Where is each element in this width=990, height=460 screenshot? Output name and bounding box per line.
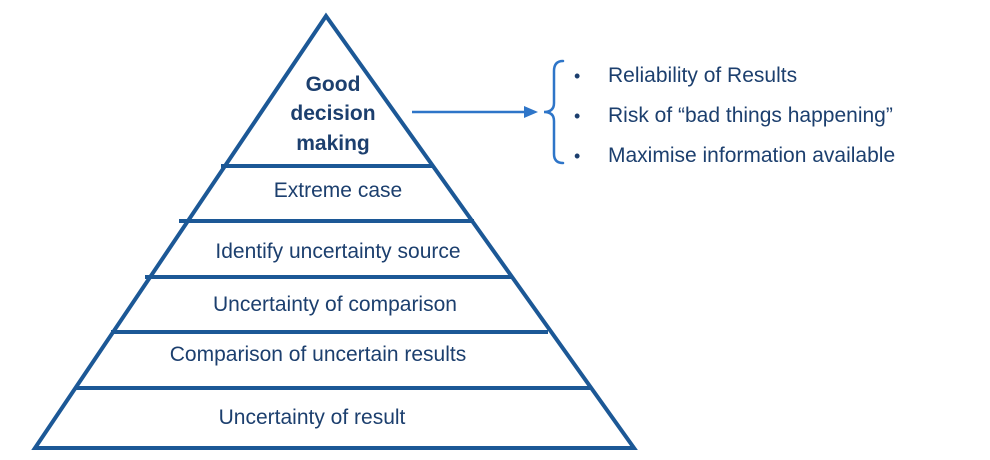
detail-item-reliability: Reliability of Results [608, 64, 798, 87]
pyramid-level-2-label: Identify uncertainty source [215, 240, 460, 263]
bullet-icon: • [574, 146, 581, 166]
pyramid-top-line-1: Good [306, 73, 361, 96]
pyramid-top-line-2: decision [290, 102, 375, 125]
detail-item-information: Maximise information available [608, 144, 896, 167]
pyramid-level-5-label: Uncertainty of result [219, 406, 406, 429]
pyramid-level-3-label: Uncertainty of comparison [213, 293, 457, 316]
list-item: • Reliability of Results [568, 61, 895, 101]
pyramid-top-line-3: making [296, 132, 370, 155]
pyramid-level-4-label: Comparison of uncertain results [170, 343, 466, 366]
pyramid-outline [31, 12, 638, 450]
curly-brace [543, 59, 565, 165]
bullet-icon: • [574, 106, 581, 126]
pyramid-level-1-label: Extreme case [274, 179, 402, 202]
list-item: • Risk of “bad things happening” [568, 101, 895, 141]
bullet-icon: • [574, 66, 581, 86]
detail-bullet-list: • Reliability of Results • Risk of “bad … [568, 61, 895, 181]
list-item: • Maximise information available [568, 141, 895, 181]
arrow-head [524, 106, 538, 118]
detail-item-risk: Risk of “bad things happening” [608, 104, 893, 127]
